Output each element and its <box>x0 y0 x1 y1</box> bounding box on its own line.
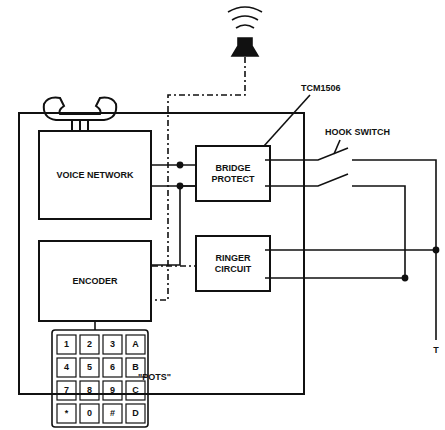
key-label: 7 <box>58 386 76 395</box>
leader-line <box>334 140 340 154</box>
box-label: ENCODER <box>68 276 121 286</box>
keypad-outline <box>52 330 148 427</box>
key-label: 8 <box>81 386 99 395</box>
junction-dot <box>402 275 407 280</box>
bridge-protect-box: BRIDGE PROTECT <box>195 145 271 202</box>
switch-label: HOOK SWITCH <box>324 128 391 138</box>
key-label: 6 <box>104 363 122 372</box>
key-label: 5 <box>81 363 99 372</box>
key-outline <box>80 381 99 400</box>
key-outline <box>57 335 76 354</box>
key-outline <box>80 404 99 423</box>
wire-group <box>44 7 439 427</box>
key-label: 3 <box>104 340 122 349</box>
voice-network-box: VOICE NETWORK <box>38 130 152 220</box>
keypad-wire <box>94 321 96 330</box>
part-number: TCM1506 <box>300 84 342 94</box>
key-outline <box>103 358 122 377</box>
key-label: 4 <box>58 363 76 372</box>
tip-wire <box>265 148 436 340</box>
ringer-circuit-box: RINGER CIRCUIT <box>195 235 271 292</box>
key-outline <box>126 404 145 423</box>
keypad-keys <box>57 335 145 423</box>
key-label: A <box>127 340 145 349</box>
key-label: 9 <box>104 386 122 395</box>
key-outline <box>57 381 76 400</box>
key-label: 1 <box>58 340 76 349</box>
encoder-box: ENCODER <box>38 240 152 322</box>
box-label: VOICE NETWORK <box>52 170 137 180</box>
key-outline <box>80 335 99 354</box>
key-label: 0 <box>81 409 99 418</box>
connector <box>152 164 195 166</box>
speaker-icon <box>232 38 258 56</box>
junction-dot <box>433 247 438 252</box>
terminal-label: T <box>432 346 440 356</box>
key-outline <box>126 335 145 354</box>
ringer-wire <box>265 250 436 278</box>
key-outline <box>103 404 122 423</box>
box-label: RINGER CIRCUIT <box>197 253 269 274</box>
key-label: D <box>127 409 145 418</box>
connector <box>152 265 195 267</box>
key-outline <box>103 335 122 354</box>
key-outline <box>103 381 122 400</box>
key-outline <box>80 358 99 377</box>
box-label: BRIDGE PROTECT <box>197 163 269 184</box>
key-label: * <box>58 409 76 418</box>
handset-icon <box>44 98 117 120</box>
housing-label: "POTS" <box>138 372 171 382</box>
key-label: 2 <box>81 340 99 349</box>
ring-wire <box>265 174 405 278</box>
key-outline <box>57 358 76 377</box>
key-label: C <box>127 386 145 395</box>
speaker-waves <box>228 7 262 28</box>
key-outline <box>126 381 145 400</box>
connector <box>152 186 195 265</box>
key-label: B <box>127 363 145 372</box>
key-label: # <box>104 409 122 418</box>
key-outline <box>57 404 76 423</box>
pots-housing: "POTS" VOICE NETWORK ENCODER BRIDGE PROTECT… <box>18 112 305 395</box>
